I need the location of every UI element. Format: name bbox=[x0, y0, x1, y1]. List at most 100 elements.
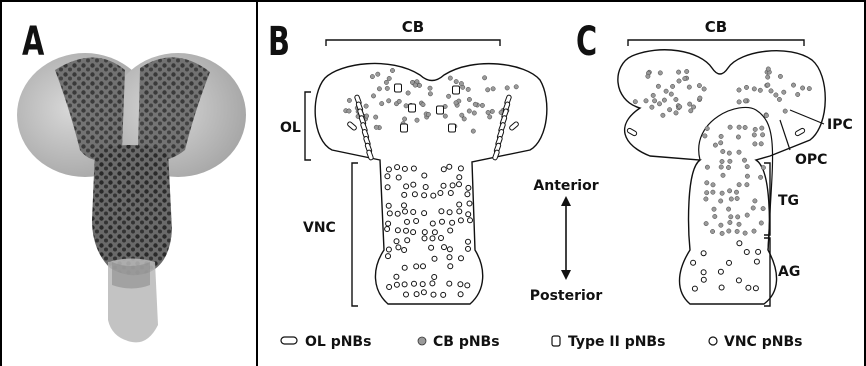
vnc-pnb bbox=[465, 192, 470, 197]
tg-pnb bbox=[736, 215, 740, 219]
vnc-pnb bbox=[432, 230, 437, 235]
cb-pnb bbox=[466, 87, 470, 91]
vnc-pnb bbox=[438, 191, 443, 196]
vnc-pnb bbox=[402, 248, 407, 253]
ag-pnb bbox=[736, 278, 741, 283]
cb-pnb bbox=[473, 102, 477, 106]
tg-pnb bbox=[760, 126, 764, 130]
vnc-pnb bbox=[395, 228, 400, 233]
vnc-pnb bbox=[448, 191, 453, 196]
vnc-pnb bbox=[405, 238, 410, 243]
cb-legend-label: CB pNBs bbox=[433, 334, 500, 350]
cb-pnb bbox=[448, 76, 452, 80]
ol-pnb bbox=[509, 121, 519, 131]
cb-pnb bbox=[443, 114, 447, 118]
cb-pnb bbox=[472, 111, 476, 115]
ol-pnb bbox=[795, 128, 806, 137]
vnc-pnb bbox=[414, 292, 419, 297]
tg-pnb bbox=[736, 135, 740, 139]
tg-pnb bbox=[721, 149, 725, 153]
ag-pnb bbox=[701, 277, 706, 282]
vnc-pnb bbox=[466, 212, 471, 217]
tg-pnb bbox=[761, 206, 765, 210]
tg-pnb bbox=[752, 229, 756, 233]
tg-pnb bbox=[759, 142, 763, 146]
vnc-pnb bbox=[386, 167, 391, 172]
cb-pnb bbox=[782, 90, 786, 94]
tg-pnb bbox=[719, 165, 723, 169]
vnc-pnb bbox=[450, 183, 455, 188]
tg-pnb bbox=[726, 207, 730, 211]
tg-pnb bbox=[737, 222, 741, 226]
vnc-pnb bbox=[405, 219, 410, 224]
cb-pnb bbox=[656, 84, 660, 88]
cb-pnb bbox=[766, 67, 770, 71]
cb-pnb bbox=[791, 83, 795, 87]
tg-pnb bbox=[742, 158, 746, 162]
cb-pnb bbox=[415, 118, 419, 122]
tg-pnb bbox=[745, 174, 749, 178]
vnc-pnb bbox=[395, 211, 400, 216]
cb-pnb bbox=[807, 86, 811, 90]
cb-pnb bbox=[683, 76, 687, 80]
tg-pnb bbox=[704, 221, 708, 225]
vnc-pnb bbox=[411, 182, 416, 187]
vnc-pnb bbox=[439, 209, 444, 214]
cb-pnb bbox=[644, 99, 648, 103]
cb-pnb bbox=[454, 101, 458, 105]
ipc-label-c: IPC bbox=[827, 117, 853, 133]
tg-pnb bbox=[753, 127, 757, 131]
tg-pnb bbox=[735, 229, 739, 233]
cb-pnb bbox=[783, 109, 787, 113]
vnc-pnb bbox=[386, 254, 391, 259]
tg-pnb bbox=[719, 141, 723, 145]
tg-pnb bbox=[753, 199, 757, 203]
tg-pnb bbox=[720, 159, 724, 163]
cb-pnb bbox=[413, 83, 417, 87]
cb-pnb bbox=[371, 94, 375, 98]
cb-pnb bbox=[364, 114, 368, 118]
tg-pnb bbox=[753, 142, 757, 146]
tg-pnb bbox=[713, 143, 717, 147]
tg-pnb bbox=[726, 165, 730, 169]
cb-pnb bbox=[691, 105, 695, 109]
vnc-pnb bbox=[459, 256, 464, 261]
cb-pnb bbox=[658, 71, 662, 75]
cb-pnb bbox=[421, 102, 425, 106]
vnc-pnb bbox=[447, 255, 452, 260]
vnc-pnb bbox=[432, 275, 437, 280]
cb-pnb bbox=[406, 91, 410, 95]
cb-pnb bbox=[364, 104, 368, 108]
vnc-pnb bbox=[411, 210, 416, 215]
type2-pnb bbox=[395, 84, 402, 92]
cb-pnb bbox=[702, 87, 706, 91]
ag-pnb bbox=[727, 260, 732, 265]
vnc-pnb bbox=[450, 220, 455, 225]
tg-pnb bbox=[727, 189, 731, 193]
cb-pnb bbox=[402, 117, 406, 121]
cb-pnb bbox=[667, 108, 671, 112]
cb-pnb bbox=[698, 96, 702, 100]
cb-pnb bbox=[514, 85, 518, 89]
cb-pnb bbox=[505, 86, 509, 90]
ag-pnb bbox=[719, 285, 724, 290]
cb-pnb bbox=[488, 115, 492, 119]
tg-pnb bbox=[751, 206, 755, 210]
cb-pnb bbox=[486, 88, 490, 92]
cb-pnb bbox=[674, 111, 678, 115]
tg-pnb bbox=[743, 125, 747, 129]
vnc-pnb bbox=[441, 183, 446, 188]
vnc-pnb bbox=[402, 203, 407, 208]
vnc-pnb bbox=[458, 282, 463, 287]
cb-pnb bbox=[467, 109, 471, 113]
vnc-pnb bbox=[430, 236, 435, 241]
cb-pnb bbox=[462, 117, 466, 121]
cb-pnb bbox=[385, 86, 389, 90]
vnc-pnb bbox=[447, 247, 452, 252]
cb-pnb bbox=[687, 85, 691, 89]
vnc-pnb bbox=[386, 247, 391, 252]
cb-pnb bbox=[446, 94, 450, 98]
tg-pnb bbox=[734, 190, 738, 194]
cb-label-c: CB bbox=[705, 18, 727, 36]
tg-pnb bbox=[710, 229, 714, 233]
